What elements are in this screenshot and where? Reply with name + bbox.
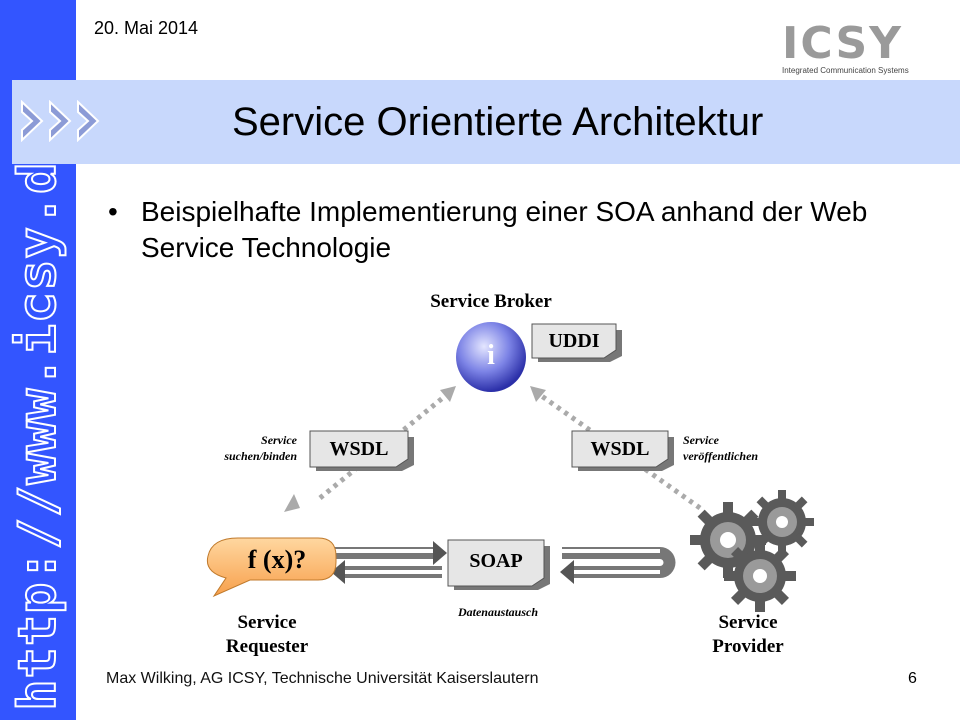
gears-icon [690,490,814,612]
provider-label: Service Provider [712,612,784,657]
wsdl-left-label: WSDL [329,438,389,460]
arrow-head-requester [284,494,300,512]
icsy-logo: ICSY Integrated Communication Systems [770,18,940,80]
wsdl-left-document [309,430,414,471]
wsdl-right-document [571,430,674,471]
soap-document [447,539,550,590]
logo-subtitle: Integrated Communication Systems [782,66,909,75]
publish-label: Service veröffentlichen [683,433,759,463]
broker-circle [456,322,526,392]
slide-date: 20. Mai 2014 [94,18,199,38]
logo-text: ICSY [782,18,904,69]
requester-bubble-text: f (x)? [247,545,307,574]
arrow-head-broker-left [440,386,456,402]
info-icon: i [487,340,495,371]
data-exchange-label: Datenaustausch [457,605,539,619]
exchange-arrows [331,541,676,584]
soap-label: SOAP [469,550,523,572]
chevrons-icon [21,100,100,142]
footer-author: Max Wilking, AG ICSY, Technische Univers… [106,670,539,687]
bullet-dot: • [108,196,118,227]
search-bind-label: Service suchen/binden [224,433,297,463]
uddi-label: UDDI [548,330,600,352]
wsdl-right-label: WSDL [590,438,650,460]
bullet-text: Beispielhafte Implementierung einer SOA … [141,196,868,263]
title-bar: Service Orientierte Architektur [12,80,960,164]
requester-bubble [206,537,337,598]
uddi-document [531,323,622,362]
page-title: Service Orientierte Architektur [232,100,764,144]
requester-label: Service Requester [225,612,309,657]
broker-label: Service Broker [430,291,552,312]
arrow-head-broker-right [530,386,546,402]
page-number: 6 [908,670,917,687]
